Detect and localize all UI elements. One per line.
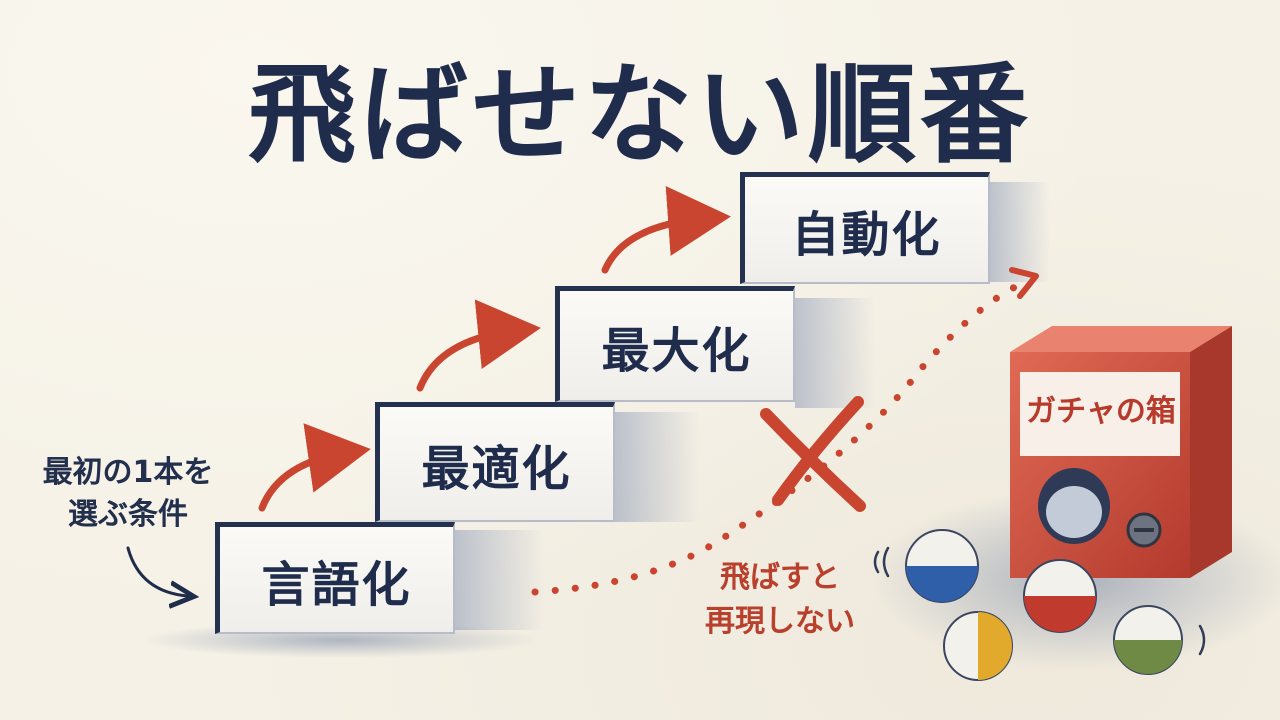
curved-arrow-icon <box>416 299 541 392</box>
page-title: 飛ばせない順番 <box>247 52 1032 178</box>
skip-note-line: 再現しない <box>705 604 855 639</box>
step-optimize: 最適化 <box>375 402 615 522</box>
step-label: 自動化 <box>791 206 942 263</box>
step-shadow <box>795 298 875 408</box>
gacha-box-label: ガチャの箱 <box>1026 394 1176 429</box>
gacha-box-icon <box>1010 326 1232 578</box>
side-note-line: 選ぶ条件 <box>68 497 188 532</box>
step-automate: 自動化 <box>740 172 990 284</box>
side-note-line: 最初の1本を <box>42 455 214 490</box>
dotted-arrow-head-icon <box>1009 267 1039 299</box>
step-verbalize: 言語化 <box>215 522 455 634</box>
step-label: 最大化 <box>601 322 752 379</box>
capsule-icon <box>1023 559 1097 633</box>
side-note-arrow-icon <box>126 546 188 596</box>
skip-note-line: 飛ばすと <box>720 560 840 595</box>
step-shadow <box>615 412 700 522</box>
capsule-icon <box>1113 605 1183 675</box>
step-shadow <box>990 182 1050 282</box>
motion-lines-icon <box>873 546 1206 656</box>
step-shadow <box>455 530 545 630</box>
step-maximize: 最大化 <box>555 286 795 402</box>
step-label: 言語化 <box>261 556 412 613</box>
capsule-icon <box>943 611 1013 681</box>
step-label: 最適化 <box>421 440 572 497</box>
curved-arrow-icon <box>601 186 731 274</box>
curved-arrow-icon <box>258 423 371 512</box>
cross-mark-icon <box>760 396 866 512</box>
capsule-icon <box>905 529 979 603</box>
skip-warning-note: 飛ばすと 再現しない <box>680 556 880 644</box>
side-note: 最初の1本を 選ぶ条件 <box>28 452 228 536</box>
